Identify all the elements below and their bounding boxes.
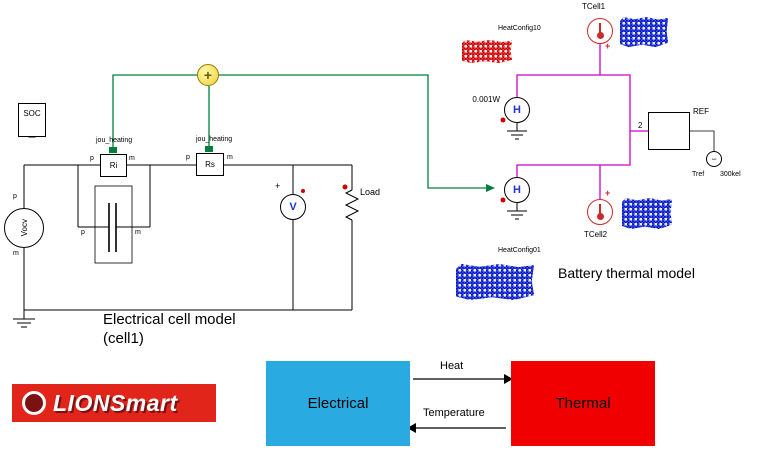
tref-value: 300kel bbox=[720, 171, 741, 178]
vocv-source: Vocv bbox=[4, 208, 44, 248]
rs-heating-label: jou_heating bbox=[196, 136, 233, 143]
heatconfig10-image bbox=[462, 40, 512, 63]
tref-label: Tref bbox=[692, 171, 705, 178]
cell-pin-p-label: p bbox=[81, 229, 85, 236]
tref-sensor: − bbox=[706, 151, 722, 167]
thermometer-stem bbox=[599, 204, 601, 215]
legend-electrical-box: Electrical bbox=[266, 361, 410, 446]
thermometer-bulb bbox=[596, 32, 604, 39]
heat-flow-wires bbox=[112, 74, 486, 189]
heatconfig01-image bbox=[456, 264, 534, 300]
tcell1-temperature-sensor-icon bbox=[587, 18, 613, 44]
red-dot bbox=[500, 197, 506, 203]
red-dot bbox=[301, 189, 305, 193]
thermometer-bulb bbox=[596, 213, 604, 220]
soc-label: SOC bbox=[23, 109, 41, 118]
tcell2-label: TCell2 bbox=[584, 230, 608, 239]
ground-icon bbox=[507, 203, 527, 220]
rs-pin-p-label: p bbox=[186, 154, 190, 161]
ri-resistor: Ri bbox=[100, 154, 127, 177]
ri-label: Ri bbox=[109, 161, 118, 170]
ri-pin-m-label: m bbox=[129, 155, 135, 162]
rs-heatport-pin bbox=[205, 146, 213, 152]
ground-icon bbox=[13, 310, 35, 328]
voltmeter-label: V bbox=[289, 201, 297, 213]
load-resistor-zigzag bbox=[344, 189, 360, 221]
temperature-arrow-label: Temperature bbox=[423, 407, 485, 419]
ref-block bbox=[648, 112, 690, 150]
ground-icon bbox=[507, 123, 527, 140]
tref-sensor-symbol: − bbox=[711, 154, 717, 164]
voltmeter-plus-label: + bbox=[275, 181, 281, 191]
vocv-pin-p-label: p bbox=[13, 193, 17, 200]
lionsmart-logo-text: LIONSmart bbox=[53, 389, 178, 416]
ri-heatport-pin bbox=[109, 147, 117, 153]
ri-heating-label: jou_heating bbox=[96, 137, 133, 144]
legend-electrical-label: Electrical bbox=[307, 395, 369, 412]
thermal-model-title: Battery thermal model bbox=[558, 265, 695, 281]
heatconfig10-label: HeatConfig10 bbox=[498, 25, 541, 32]
red-dot bbox=[342, 184, 348, 190]
tcell2-plus-mark: + bbox=[605, 188, 611, 198]
heat-sum-junction: + bbox=[197, 64, 219, 86]
lionsmart-logo-icon bbox=[22, 391, 46, 415]
electrical-model-title: Electrical cell model bbox=[103, 311, 236, 328]
temperature-arrowhead bbox=[407, 423, 416, 433]
sum-plus-symbol: + bbox=[203, 67, 213, 83]
battery-cell-plates bbox=[108, 203, 117, 252]
voltmeter: V bbox=[280, 194, 306, 220]
load-label: Load bbox=[360, 187, 381, 197]
circuit-wires bbox=[23, 130, 715, 311]
thermal-wires bbox=[516, 44, 648, 199]
legend-thermal-box: Thermal bbox=[511, 361, 655, 446]
tcell2-temperature-sensor-icon bbox=[587, 199, 613, 225]
vocv-label: Vocv bbox=[19, 219, 29, 237]
rs-resistor: Rs bbox=[196, 153, 224, 176]
rs-pin-m-label: m bbox=[227, 154, 233, 161]
battery-image-top bbox=[620, 17, 668, 47]
ri-pin-p-label: p bbox=[90, 155, 94, 162]
tcell1-label: TCell1 bbox=[582, 2, 606, 11]
heat-arrowhead bbox=[504, 374, 513, 384]
battery-cell-frame bbox=[94, 185, 133, 264]
legend-arrows bbox=[413, 378, 506, 429]
heat-flow-arrowhead bbox=[486, 184, 495, 192]
thermometer-stem bbox=[599, 23, 601, 34]
ref-port-label: 2 bbox=[638, 121, 643, 130]
connector-dots bbox=[301, 117, 506, 203]
heat-source-1: H bbox=[504, 97, 530, 123]
ref-sensor-wire bbox=[690, 130, 715, 151]
ground-icons bbox=[13, 123, 527, 328]
vocv-pin-m-label: m bbox=[13, 250, 19, 257]
red-dot bbox=[500, 117, 506, 123]
rs-label: Rs bbox=[205, 160, 215, 169]
tcell1-plus-mark: + bbox=[605, 41, 611, 51]
soc-block: SOC bbox=[18, 103, 46, 137]
legend-thermal-label: Thermal bbox=[555, 395, 611, 412]
ref-block-label: REF bbox=[693, 107, 709, 116]
heat-source-symbol: H bbox=[513, 184, 521, 196]
heat-source-symbol: H bbox=[513, 104, 521, 116]
electrical-model-subtitle: (cell1) bbox=[103, 330, 144, 347]
heatconfig01-label: HeatConfig01 bbox=[498, 247, 541, 254]
lionsmart-logo: LIONSmart bbox=[12, 384, 216, 422]
heat-source-2: H bbox=[504, 177, 530, 203]
heat-source-value: 0.001W bbox=[472, 95, 500, 104]
battery-image-bottom bbox=[622, 198, 672, 229]
cell-pin-m-label: m bbox=[135, 229, 141, 236]
heat-arrow-label: Heat bbox=[440, 360, 464, 372]
